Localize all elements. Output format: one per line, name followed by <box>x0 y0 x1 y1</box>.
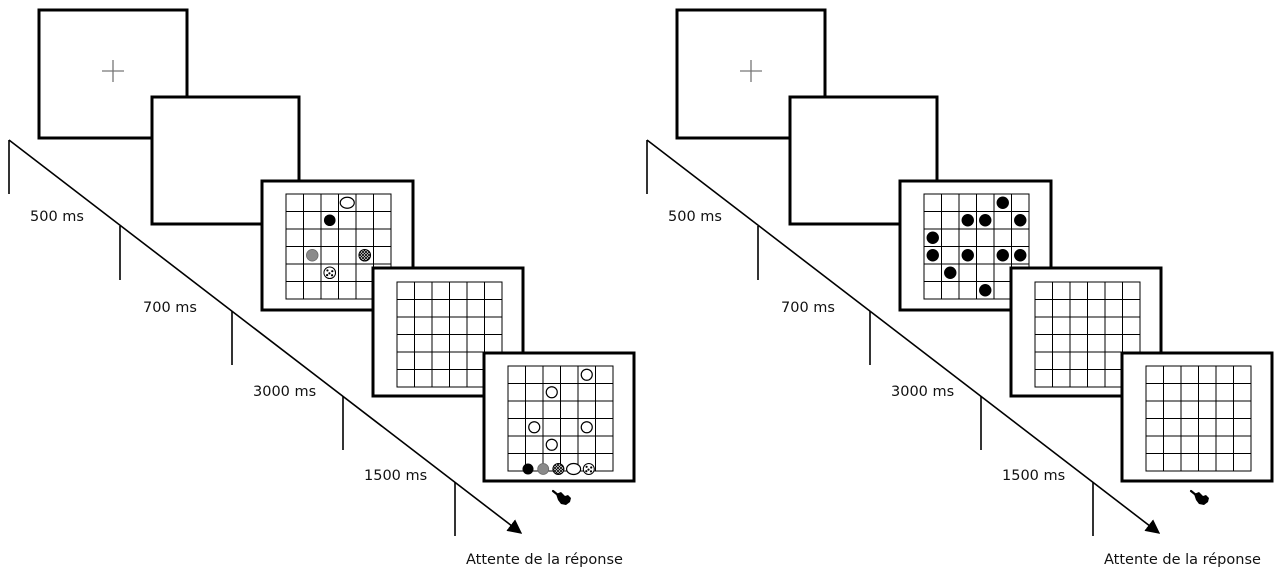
hatched-circle-marker <box>552 463 565 475</box>
test-grid <box>1145 365 1252 472</box>
white-circle-marker <box>545 386 558 399</box>
timeline-arrow <box>8 139 523 534</box>
pointing-hand-icon <box>551 489 571 505</box>
dot <box>330 274 334 277</box>
black-circle-marker <box>996 196 1009 209</box>
black-circle-marker <box>944 266 957 279</box>
fixation-cross <box>740 60 762 82</box>
hand-finger <box>1189 489 1198 497</box>
duration-label: 3000 ms <box>253 384 316 400</box>
white-circle-marker <box>580 421 593 434</box>
white-circle-marker <box>339 196 355 209</box>
duration-label: 3000 ms <box>891 384 954 400</box>
black-circle-marker <box>996 249 1009 262</box>
black-circle-marker <box>961 214 974 227</box>
panel-right: 500 ms 700 ms 3000 ms 1500 ms Attente de la … <box>646 8 1274 568</box>
duration-label: 1500 ms <box>1002 468 1065 484</box>
black-circle-marker <box>1014 249 1027 262</box>
study-grid <box>923 193 1030 300</box>
response-palette <box>522 462 595 476</box>
duration-label: 500 ms <box>668 209 722 225</box>
black-circle-marker <box>979 214 992 227</box>
gray-circle-marker <box>537 463 550 475</box>
fixation-cross <box>102 60 124 82</box>
dot <box>587 468 590 471</box>
duration-label: 1500 ms <box>364 468 427 484</box>
black-circle-marker <box>1014 214 1027 227</box>
dot <box>585 465 588 468</box>
end-label: Attente de la réponse <box>1104 552 1261 568</box>
gray-circle-marker <box>306 249 319 262</box>
panel-left: 500 ms 700 ms 3000 ms 1500 ms Attente de la … <box>8 8 636 568</box>
black-circle-marker <box>522 463 534 475</box>
hand-finger <box>551 489 560 497</box>
black-circle-marker <box>926 231 939 244</box>
dotted-circle-marker <box>323 266 337 280</box>
dot <box>585 470 588 473</box>
hand-shape <box>1194 492 1209 505</box>
dotted-circle-marker <box>582 463 595 475</box>
duration-label: 700 ms <box>143 300 197 316</box>
black-circle-marker <box>979 284 992 297</box>
white-circle-marker <box>565 462 582 476</box>
white-circle-marker <box>545 438 558 451</box>
dot <box>331 270 334 273</box>
white-circle-marker <box>528 421 541 434</box>
dot <box>328 272 331 275</box>
hatched-circle-marker <box>358 248 372 262</box>
pointing-hand-icon <box>1189 489 1209 505</box>
test-grid <box>507 365 614 472</box>
timeline-arrow <box>646 139 1161 534</box>
black-circle-marker <box>926 249 939 262</box>
dot <box>326 273 329 277</box>
end-label: Attente de la réponse <box>466 552 623 568</box>
dot <box>326 269 329 272</box>
dot <box>590 466 593 469</box>
dot <box>589 470 593 473</box>
black-circle-marker <box>323 214 336 227</box>
duration-label: 700 ms <box>781 300 835 316</box>
duration-label: 500 ms <box>30 209 84 225</box>
white-circle-marker <box>580 368 593 381</box>
hand-shape <box>556 492 571 505</box>
black-circle-marker <box>961 249 974 262</box>
